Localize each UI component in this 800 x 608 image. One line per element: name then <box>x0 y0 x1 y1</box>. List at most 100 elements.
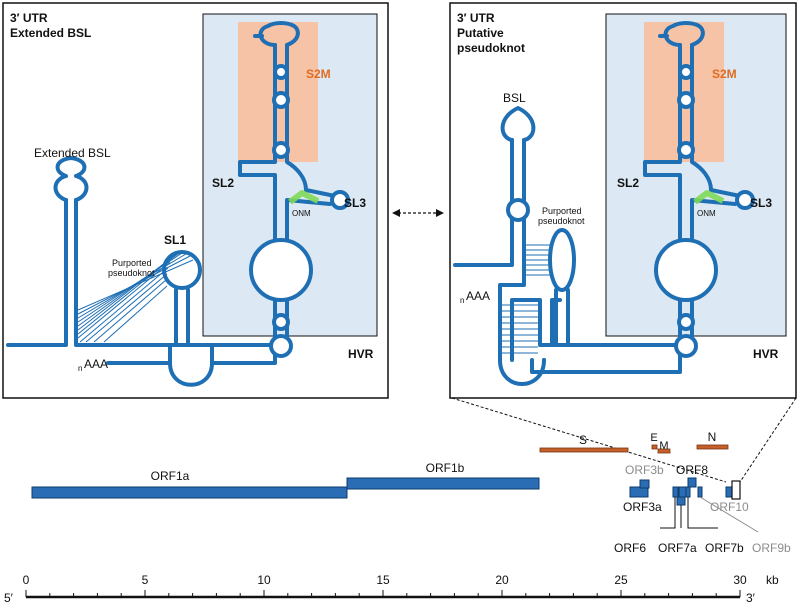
orf-leader-lines <box>660 497 718 529</box>
right-sl3-loop <box>735 190 755 210</box>
right-sl2-label: SL2 <box>617 176 639 190</box>
left-pk-label-1: Purported <box>112 258 152 268</box>
right-bottom-bulge <box>674 334 698 358</box>
orf10-bar <box>725 486 733 498</box>
right-panel: 3′ UTR Putative pseudoknot BSL Purported… <box>449 2 797 399</box>
right-title-line1: 3′ UTR <box>457 11 495 25</box>
orf6-bar <box>672 486 679 498</box>
right-bsl-label: BSL <box>503 91 526 105</box>
genome-map: ORF1a ORF1b S E M N ORF3b ORF3a ORF8 OR <box>31 430 791 555</box>
kb-axis: 0 5 10 15 20 25 30 kb 5′ 3′ <box>4 573 779 605</box>
right-title-line2: Putative <box>457 26 504 40</box>
n-bar <box>696 444 729 450</box>
orf8-label: ORF8 <box>676 463 708 477</box>
left-polya-label: AAA <box>84 357 108 371</box>
right-bsl-bulge <box>506 198 530 222</box>
orf9b-leader <box>699 496 759 533</box>
orf9b-label: ORF9b <box>752 541 791 555</box>
switch-arrow <box>392 209 444 217</box>
right-s2m-label: S2M <box>712 67 737 81</box>
tick-label-0: 0 <box>23 573 30 587</box>
right-bsl <box>500 106 536 142</box>
left-pseudoknot-lines <box>77 252 194 343</box>
tick-label-30: 30 <box>733 573 747 587</box>
right-polya-sub: n <box>460 296 464 305</box>
orf7b-bar <box>685 486 691 498</box>
right-sl3-label: SL3 <box>750 196 772 210</box>
left-sl1-label: SL1 <box>164 233 186 247</box>
three-prime-label: 3′ <box>746 591 756 605</box>
orf3b-bar <box>639 479 650 489</box>
right-hvr-label: HVR <box>753 347 779 361</box>
tick-label-5: 5 <box>142 573 149 587</box>
right-onm-highlight <box>693 190 725 205</box>
e-label: E <box>650 432 657 444</box>
orf7a-sub-bar <box>676 496 686 506</box>
left-s2m-stem <box>273 43 289 122</box>
m-bar <box>657 448 671 454</box>
left-pk-label-2: pseudoknot <box>108 268 155 278</box>
right-s2m-bulge-3 <box>678 64 694 80</box>
left-extended-bsl-label: Extended BSL <box>34 146 111 160</box>
tick-label-20: 20 <box>495 573 509 587</box>
left-panel: 3′ UTR Extended BSL Extended BSL SL1 Pur… <box>2 2 389 399</box>
axis-ticks <box>25 590 741 597</box>
left-title-line1: 3′ UTR <box>10 11 48 25</box>
orf1a-label: ORF1a <box>151 469 190 483</box>
left-bottom-bulge <box>269 334 293 358</box>
left-hvr-label: HVR <box>348 347 374 361</box>
s-label: S <box>579 433 587 447</box>
orf7b-label: ORF7b <box>705 541 744 555</box>
left-sl1-stem <box>174 288 190 347</box>
left-sl3-loop <box>330 190 350 210</box>
zoom-connector <box>451 397 797 483</box>
orf3a-bar <box>629 486 649 498</box>
tick-label-25: 25 <box>614 573 628 587</box>
right-mid-bulge <box>677 313 695 331</box>
orf3a-label: ORF3a <box>623 500 662 514</box>
n-label: N <box>708 430 717 444</box>
right-bottom-loop <box>498 358 546 386</box>
right-s2m-stem <box>678 43 694 122</box>
right-s2m-bulge-1 <box>677 141 695 159</box>
orf9b-bar <box>697 486 703 498</box>
left-mid-bulge <box>272 313 290 331</box>
left-extended-bsl <box>53 156 89 202</box>
e-bar <box>651 444 658 450</box>
right-pseudoknot-stem <box>554 288 570 347</box>
utr-highlight-box <box>731 480 741 500</box>
right-polya-label: AAA <box>466 289 490 303</box>
orf1b-bar <box>346 477 540 490</box>
left-onm-highlight <box>288 190 320 205</box>
left-bottom-loop <box>168 361 214 387</box>
right-pseudoknot-oval <box>548 228 576 292</box>
orf1b-label: ORF1b <box>426 461 465 475</box>
left-sl2-label: SL2 <box>212 176 234 190</box>
right-rna-backbone <box>453 138 682 374</box>
five-prime-label: 5′ <box>4 591 14 605</box>
left-s2m-bulge-1 <box>272 141 290 159</box>
left-sl3-label: SL3 <box>344 196 366 210</box>
axis-unit: kb <box>766 573 779 587</box>
right-s2m-bulge-2 <box>677 91 695 109</box>
orf6-label: ORF6 <box>614 541 646 555</box>
left-onm-label: ONM <box>292 209 311 218</box>
left-s2m-bulge-2 <box>272 91 290 109</box>
right-pk-label-2: pseudoknot <box>538 216 585 226</box>
left-title-line2: Extended BSL <box>10 26 91 40</box>
m-label: M <box>659 440 668 452</box>
left-s2m-bulge-3 <box>273 64 289 80</box>
right-internal-loop <box>654 238 718 302</box>
left-polya-sub: n <box>78 364 82 373</box>
left-s2m-label: S2M <box>306 67 331 81</box>
tick-label-15: 15 <box>376 573 390 587</box>
orf10-label: ORF10 <box>710 500 749 514</box>
s-bar <box>539 447 629 453</box>
tick-label-10: 10 <box>257 573 271 587</box>
right-pk-label-1: Purported <box>542 206 582 216</box>
right-pseudoknot-hatch <box>502 244 552 354</box>
left-internal-loop <box>249 238 313 302</box>
orf7a-label: ORF7a <box>658 541 697 555</box>
orf8-bar <box>687 477 697 488</box>
